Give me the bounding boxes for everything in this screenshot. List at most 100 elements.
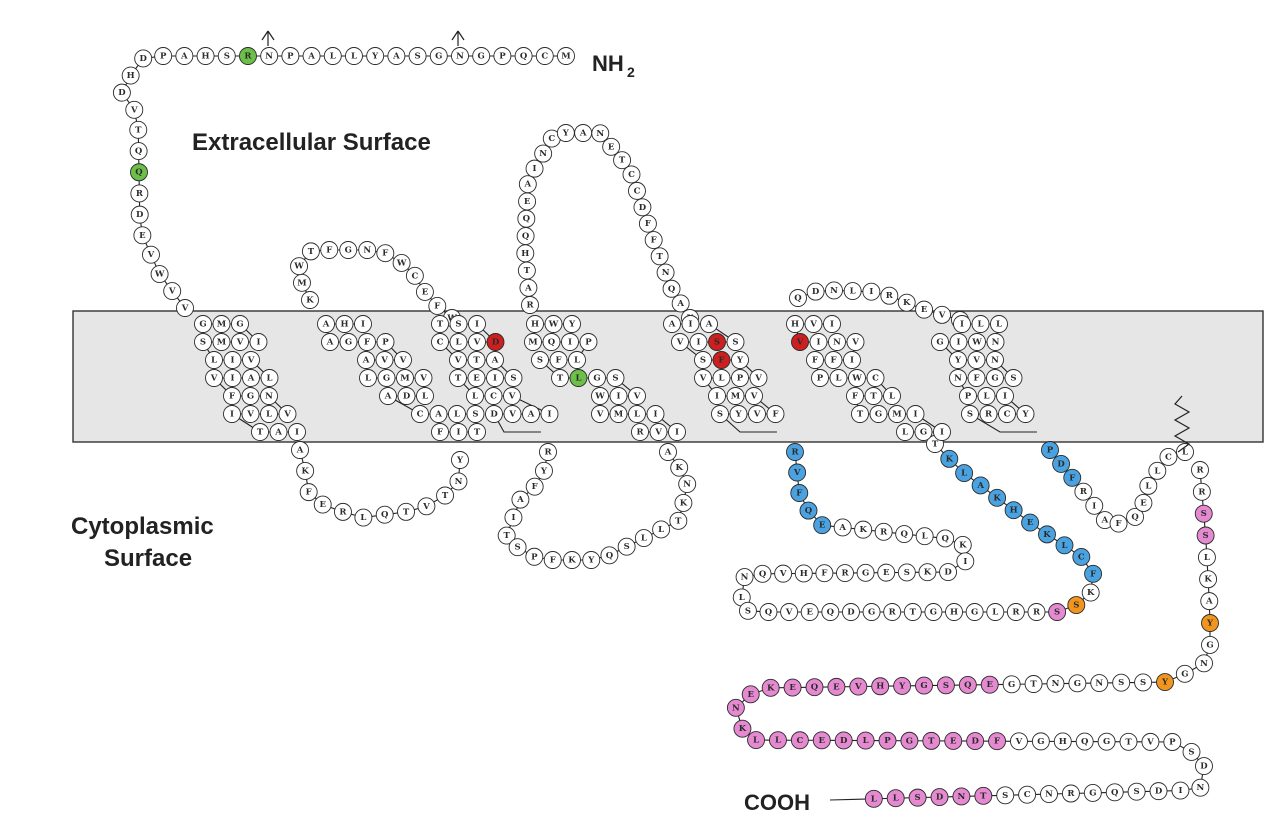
tm1-residue-letter: L (267, 374, 273, 384)
tm2-residue-letter: V (399, 356, 407, 366)
n-term-residue-letter: P (287, 52, 294, 62)
icl3-residue: C (1072, 547, 1091, 566)
c-term-residue-letter: E (789, 683, 796, 693)
c-term-residue: Q (958, 676, 977, 694)
n-term-residue-letter: Y (371, 52, 379, 62)
n-term-residue: S (217, 47, 236, 65)
icl3-residue: V (788, 463, 807, 482)
c-term-residue-letter: T (928, 736, 935, 746)
tm2-residue-letter: A (384, 392, 392, 402)
tm4-residue: M (524, 333, 542, 351)
tm2-residue-letter: F (364, 338, 370, 348)
ecl2-residue-letter: H (521, 249, 529, 259)
n-term-residue: V (142, 245, 160, 264)
c-term-residue-letter: T (1125, 737, 1132, 747)
tm2-residue: L (359, 369, 377, 387)
n-term-residue: D (134, 49, 153, 68)
icl1-residue-letter: N (455, 477, 463, 487)
icl1-residue-letter: V (422, 502, 430, 512)
tm3-residue: C (484, 387, 503, 405)
tm6-residue: I (933, 423, 951, 441)
ecl1-residue-letter: F (326, 246, 332, 256)
c-term-residue: C (790, 731, 809, 750)
tm7-residue-letter: R (985, 410, 993, 420)
tm1-residue: V (231, 333, 249, 351)
icl3-residue-letter: V (793, 468, 801, 478)
icl2-residue: F (543, 551, 562, 569)
ecl2-residue: H (516, 244, 535, 263)
icl3-residue: R (1027, 603, 1046, 621)
tm4-residue: S (531, 351, 549, 369)
icl2-residue: S (508, 538, 527, 557)
tm1-residue: I (223, 369, 242, 387)
tm3-residue-letter: V (508, 392, 516, 402)
c-term-residue: T (1119, 732, 1138, 751)
n-term-residue-letter: R (136, 189, 144, 199)
c-term-residue: R (1192, 482, 1211, 501)
icl1-residue-letter: F (306, 488, 312, 498)
c-term-residue-letter: V (1015, 737, 1023, 747)
tm6-residue: L (883, 387, 901, 405)
icl2-residue: T (669, 511, 688, 530)
icl1-residue: T (436, 486, 455, 505)
c-term-residue-letter: S (1201, 509, 1207, 519)
tm6-residue-letter: I (914, 410, 918, 420)
icl3-residue-letter: Q (900, 530, 908, 540)
c-term-residue: H (871, 677, 890, 696)
tm3-residue: S (449, 315, 468, 333)
tm2-residue: V (414, 369, 433, 387)
tm1-residue: L (260, 405, 278, 423)
icl2-backbone (506, 451, 688, 561)
n-term-residue-letter: Q (135, 147, 143, 157)
tm2-residue-letter: M (400, 374, 410, 384)
tm1-residue: M (212, 315, 231, 333)
tm6-residue: N (828, 333, 846, 351)
icl3-residue: Q (895, 525, 914, 543)
c-term-residue-letter: N (1045, 790, 1053, 800)
tm4-residue: I (561, 333, 579, 351)
tm5-residue-letter: M (731, 392, 741, 402)
tm6-residue: M (888, 405, 906, 423)
tm1-residue-letter: V (236, 338, 244, 348)
tm4-residue-letter: S (612, 374, 618, 384)
ecl1-residue-letter: N (363, 246, 371, 256)
tm5-residue-letter: L (719, 374, 725, 384)
ecl2-residue: A (519, 278, 538, 297)
tm1-residue-letter: A (274, 428, 282, 438)
tm2-residue-letter: I (361, 320, 365, 330)
tm5-residue-letter: A (705, 320, 713, 330)
icl3-residue: G (924, 603, 943, 621)
tm6-residue: F (824, 351, 843, 369)
c-term-residue: Y (1156, 673, 1174, 692)
tm6-residue-letter: I (817, 338, 821, 348)
ecl3-residue: L (843, 282, 862, 301)
icl3-residue-letter: Q (765, 608, 773, 618)
tm3-residue: E (467, 369, 486, 387)
tm7-residue: G (931, 333, 949, 351)
icl1-residue-letter: T (442, 491, 449, 501)
ecl2-residue: T (650, 247, 669, 266)
tm1-residue: A (242, 369, 260, 387)
ecl2-residue-letter: A (524, 283, 532, 293)
tm3-residue: T (449, 369, 467, 387)
tm5-residue-letter: S (700, 356, 706, 366)
c-terminus-label: COOH (744, 790, 810, 815)
n-term-residue: S (408, 47, 427, 65)
tm3-residue: I (468, 315, 486, 333)
tm6-residue: W (848, 369, 866, 387)
tm2-residue: G (377, 369, 396, 387)
icl3-residue: F (815, 564, 834, 583)
c-term-residue-letter: S (1188, 747, 1194, 757)
cytoplasmic-label-line1: Cytoplasmic (71, 513, 214, 540)
tm6-residue: I (809, 333, 828, 351)
ecl2-residue: Y (556, 124, 575, 142)
c-term-residue: S (908, 788, 927, 807)
c-term-residue: G (1068, 674, 1087, 693)
n-term-residue-letter: D (140, 54, 148, 64)
helix8-residue: D (1052, 454, 1071, 473)
tm6-residue: I (843, 351, 861, 369)
tm5-residue: S (694, 351, 712, 369)
tm6-residue-letter: M (892, 410, 902, 420)
c-term-residue: S (936, 676, 955, 695)
tm4-residue-letter: S (537, 356, 543, 366)
